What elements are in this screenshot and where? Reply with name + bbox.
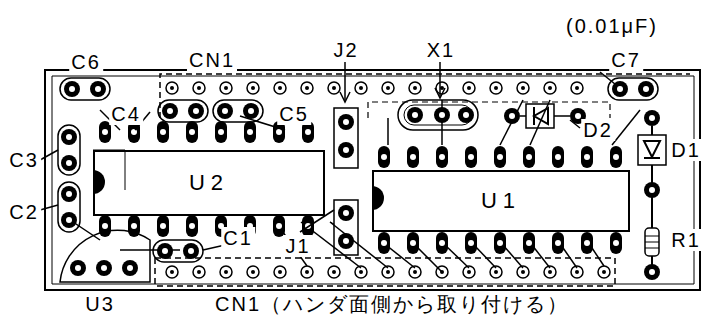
part-label: C7 — [609, 49, 643, 71]
part-label: C5 — [277, 103, 311, 125]
part-label: C4 — [109, 103, 143, 125]
ic-chip: U2 — [93, 150, 325, 216]
part-name: U2 — [187, 170, 231, 196]
part-label: C1 — [221, 227, 255, 249]
value-note: (0.01μF) — [564, 15, 660, 37]
part-label: C2 — [7, 201, 41, 223]
part-label: J2 — [331, 39, 360, 61]
part-label: D1 — [669, 139, 703, 161]
part-label: CN1（ハンダ面側から取り付ける） — [213, 293, 571, 315]
part-label: J1 — [283, 235, 312, 257]
part-label: R1 — [669, 229, 703, 251]
part-label: U3 — [83, 293, 117, 315]
part-label: CN1 — [187, 49, 237, 71]
part-name: U1 — [479, 188, 523, 214]
part-label: C6 — [69, 51, 103, 73]
ic-chip: U1 — [372, 170, 630, 232]
part-label: X1 — [425, 39, 457, 61]
part-label: D2 — [581, 119, 615, 141]
part-label: C3 — [7, 149, 41, 171]
